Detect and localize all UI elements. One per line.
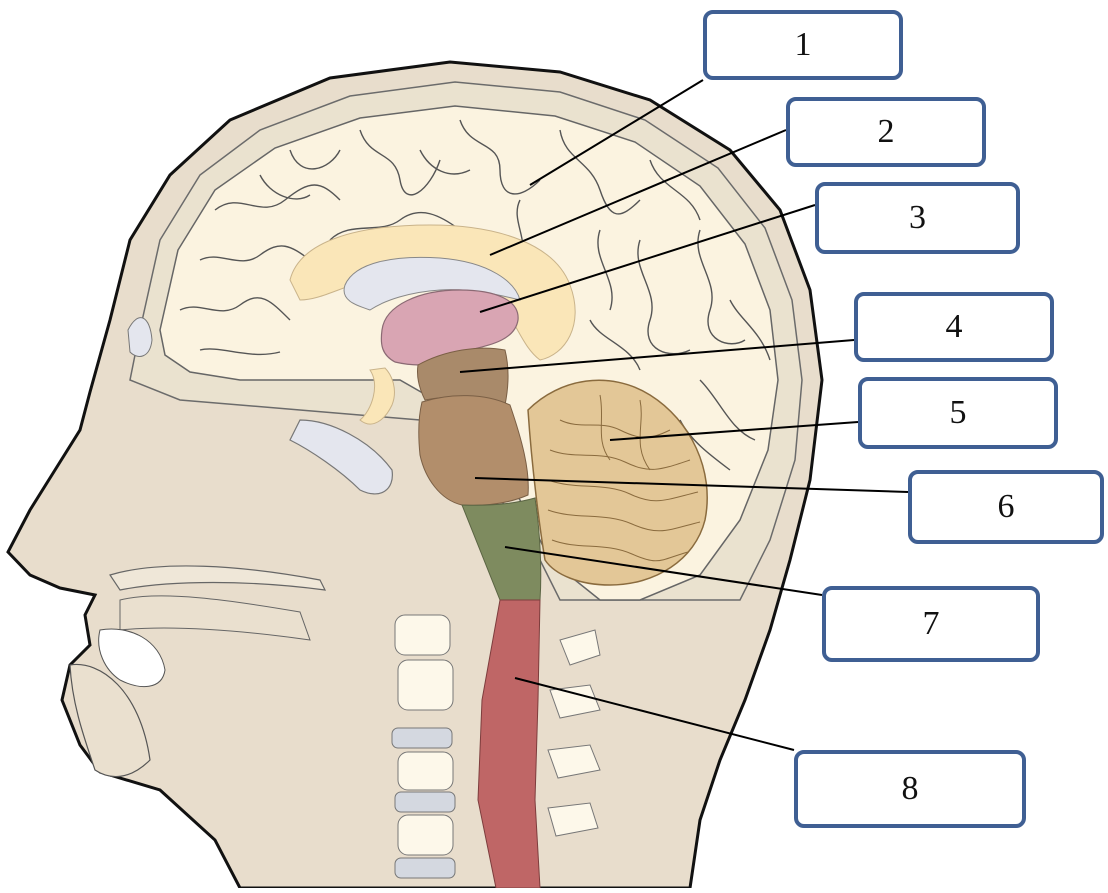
- label-box-7[interactable]: 7: [822, 586, 1040, 662]
- label-box-6[interactable]: 6: [908, 470, 1104, 544]
- label-box-1[interactable]: 1: [703, 10, 903, 80]
- label-box-4[interactable]: 4: [854, 292, 1054, 362]
- label-box-5[interactable]: 5: [858, 377, 1058, 449]
- label-box-2[interactable]: 2: [786, 97, 986, 167]
- label-box-3[interactable]: 3: [815, 182, 1020, 254]
- frontal-sinus: [128, 318, 152, 357]
- label-box-8[interactable]: 8: [794, 750, 1026, 828]
